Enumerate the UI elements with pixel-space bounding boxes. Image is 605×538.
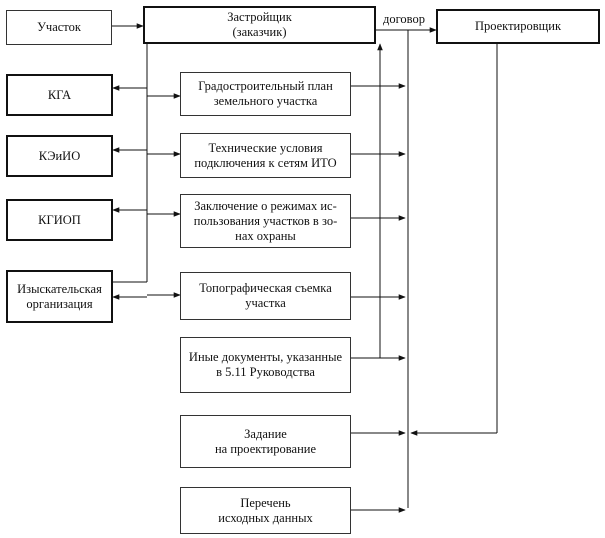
label-perechen: Перечень исходных данных — [218, 495, 313, 525]
box-zastroyshchik: Застройщик (заказчик) — [143, 6, 376, 44]
label-keiio: КЭиИО — [38, 148, 81, 163]
box-proektirovshchik: Проектировщик — [436, 9, 600, 44]
label-zakl: Заключение о режимах ис- пользования уча… — [193, 198, 338, 243]
box-inye: Иные документы, указанные в 5.11 Руковод… — [180, 337, 351, 393]
box-izysk: Изыскательская организация — [6, 270, 113, 323]
label-kga: КГА — [47, 87, 72, 102]
label-uchastok: Участок — [37, 20, 81, 34]
box-tu: Технические условия подключения к сетям … — [180, 133, 351, 178]
box-kgiop: КГИОП — [6, 199, 113, 241]
box-perechen: Перечень исходных данных — [180, 487, 351, 534]
label-topo: Топографическая съемка участка — [199, 281, 332, 310]
label-zadanie: Задание на проектирование — [214, 426, 317, 456]
box-uchastok: Участок — [6, 10, 112, 45]
label-proektirovshchik: Проектировщик — [474, 19, 562, 33]
box-kga: КГА — [6, 74, 113, 116]
label-tu: Технические условия подключения к сетям … — [194, 140, 337, 170]
label-izysk: Изыскательская организация — [17, 281, 102, 311]
label-inye: Иные документы, указанные в 5.11 Руковод… — [188, 350, 343, 379]
label-zastroyshchik: Застройщик (заказчик) — [227, 10, 292, 39]
box-keiio: КЭиИО — [6, 135, 113, 177]
label-dogovor: договор — [381, 12, 427, 27]
label-gpzu: Градостроительный план земельного участк… — [198, 79, 333, 108]
label-kgiop: КГИОП — [38, 212, 81, 227]
box-zadanie: Задание на проектирование — [180, 415, 351, 468]
box-zakl: Заключение о режимах ис- пользования уча… — [180, 194, 351, 248]
box-gpzu: Градостроительный план земельного участк… — [180, 72, 351, 116]
box-topo: Топографическая съемка участка — [180, 272, 351, 320]
